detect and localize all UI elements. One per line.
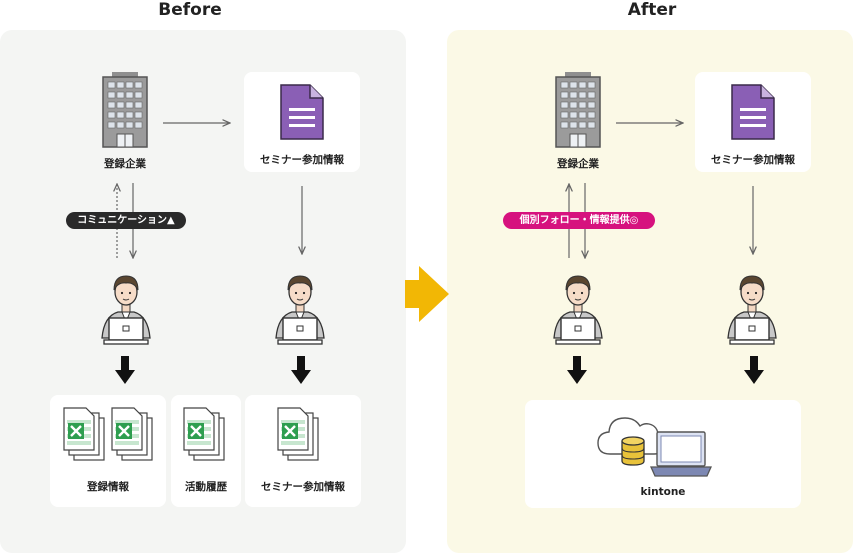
transition-arrow-icon bbox=[405, 266, 449, 322]
database-icon bbox=[621, 436, 645, 466]
before-seminar-label: セミナー参加情報 bbox=[260, 154, 344, 166]
person-laptop-icon bbox=[722, 268, 782, 348]
output-label-registration: 登録情報 bbox=[87, 481, 129, 493]
communication-pill: コミュニケーション▲ bbox=[66, 212, 186, 229]
laptop-icon bbox=[649, 431, 713, 477]
after-company-label: 登録企業 bbox=[557, 158, 599, 170]
output-label-activity: 活動履歴 bbox=[185, 481, 227, 493]
before-heading: Before bbox=[158, 0, 222, 20]
after-heading: After bbox=[627, 0, 677, 20]
person-laptop-icon bbox=[548, 268, 608, 348]
output-label-seminar: セミナー参加情報 bbox=[261, 481, 345, 493]
down-arrow-icon bbox=[744, 356, 764, 384]
followup-pill: 個別フォロー・情報提供◎ bbox=[503, 212, 655, 229]
down-arrow-icon bbox=[115, 356, 135, 384]
kintone-label: kintone bbox=[640, 486, 686, 498]
before-company-label: 登録企業 bbox=[104, 158, 146, 170]
down-arrow-icon bbox=[291, 356, 311, 384]
after-seminar-label: セミナー参加情報 bbox=[711, 154, 795, 166]
down-arrow-icon bbox=[567, 356, 587, 384]
